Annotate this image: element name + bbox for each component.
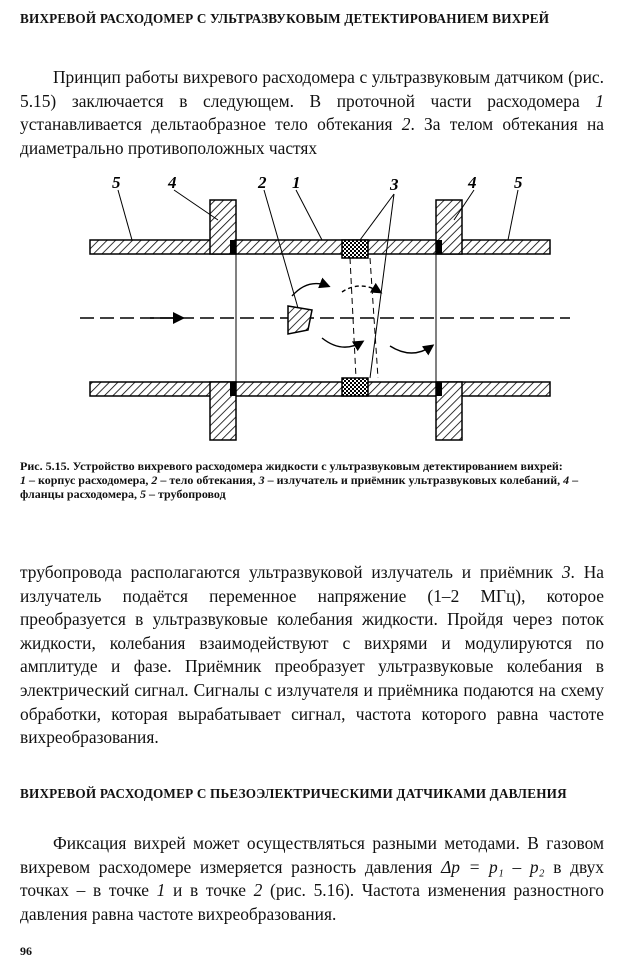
bluff-body — [287, 305, 313, 335]
section-heading-piezo: ВИХРЕВОЙ РАСХОДОМЕР С ПЬЕЗОЭЛЕКТРИЧЕСКИМ… — [20, 786, 567, 801]
text-run: устанавливается дельтаобразное тело обте… — [20, 114, 402, 135]
ref-number: 1 — [156, 880, 166, 901]
legend-text: – трубопровод — [146, 487, 226, 501]
label-flange: 4 — [467, 173, 477, 192]
gasket — [230, 240, 236, 254]
page-number: 96 — [20, 944, 32, 958]
vortex-arrow — [389, 344, 435, 356]
label-body: 1 — [292, 173, 301, 192]
pipe-wall-top — [89, 239, 551, 255]
legend-text: – тело обтекания, — [157, 473, 259, 487]
text-run: (рис. 5.16). Частота изменения разностно… — [20, 880, 604, 924]
vortex-arrow — [341, 282, 383, 294]
label-pipeline: 5 — [514, 173, 523, 192]
ultrasound-beam — [369, 257, 379, 379]
label-bluff-body: 2 — [257, 173, 267, 192]
caption-title: Рис. 5.15. Устройство вихревого расходом… — [20, 459, 563, 473]
legend-num: 3 — [258, 473, 265, 487]
gasket — [436, 382, 442, 396]
legend-num: 1 — [20, 473, 26, 487]
paragraph-piezo: Фиксация вихрей может осуществляться раз… — [20, 832, 604, 926]
label-flange: 4 — [167, 173, 177, 192]
text-run: и в точке — [165, 880, 254, 901]
ultrasonic-receiver — [341, 377, 369, 397]
text-run: Фиксация вихрей может осуществляться раз… — [20, 833, 604, 877]
ref-number: 1 — [595, 90, 604, 111]
ref-number: 2 — [253, 880, 263, 901]
text-run: . На излучатель подаётся переменное напр… — [20, 562, 604, 748]
leader-lines — [117, 189, 519, 379]
legend-text: – излучатель и приёмник ультразвуковых к… — [264, 473, 564, 487]
paragraph-transducers: трубопровода располагаются ультразвуково… — [20, 561, 604, 750]
pipe-wall-bottom — [89, 381, 551, 397]
flange-left — [209, 199, 237, 441]
flange-right — [435, 199, 463, 441]
paragraph-intro: Принцип работы вихревого расходомера с у… — [20, 66, 604, 160]
gasket — [436, 240, 442, 254]
vortex-arrow — [291, 277, 331, 297]
legend-num: 5 — [140, 487, 146, 501]
legend-text: – корпус расходомера, — [26, 473, 152, 487]
formula: Δp = p₁ – p₂ — [441, 856, 545, 877]
figure-caption: Рис. 5.15. Устройство вихревого расходом… — [20, 459, 604, 501]
gasket — [230, 382, 236, 396]
label-pipeline: 5 — [112, 173, 121, 192]
text-run: Принцип работы вихревого расходомера с у… — [20, 67, 604, 111]
label-transducer: 3 — [389, 175, 399, 194]
text-run: в двух точках – в точке — [20, 856, 604, 901]
legend-num: 4 — [563, 473, 570, 487]
vortex-arrow — [321, 337, 365, 352]
section-heading-ultrasonic: ВИХРЕВОЙ РАСХОДОМЕР С УЛЬТРАЗВУКОВЫМ ДЕТ… — [20, 11, 550, 26]
text-run: . За телом обтекания на диаметрально про… — [20, 114, 604, 158]
flowmeter-diagram: 5 4 2 1 3 4 5 — [80, 173, 570, 441]
legend-text: – фланцы расходомера, — [20, 473, 579, 501]
legend-num: 2 — [151, 473, 158, 487]
text-run: трубопровода располагаются ультразвуково… — [20, 562, 562, 582]
caption-legend: 1 – корпус расходомера, 2 – тело обтекан… — [20, 473, 578, 501]
ultrasonic-emitter — [341, 239, 369, 259]
ref-number: 2 — [401, 114, 411, 135]
ref-number: 3 — [561, 562, 571, 582]
